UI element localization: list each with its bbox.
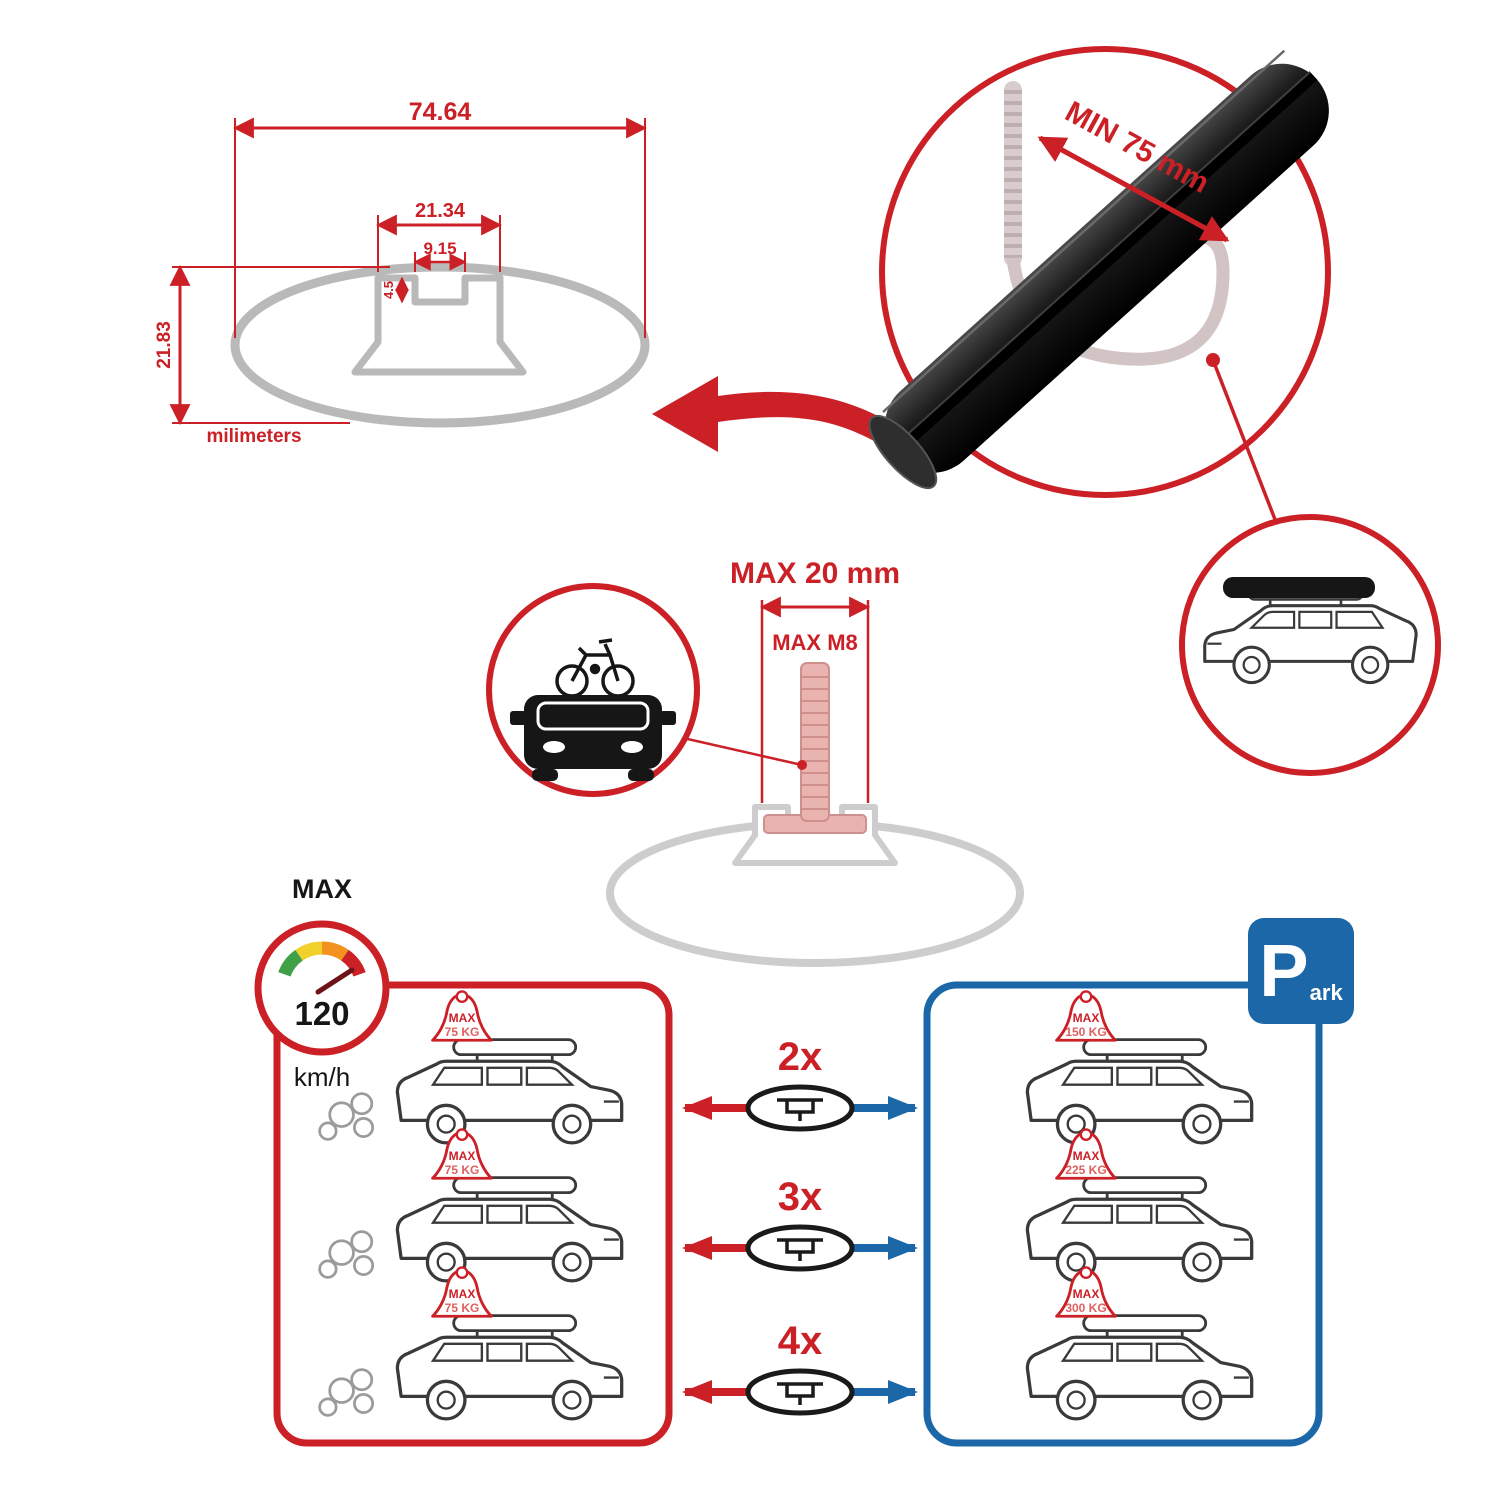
bolt-leader-dot <box>797 760 807 770</box>
roof-load-max: MAX <box>449 1149 476 1163</box>
bar-cross-section-icon <box>745 1084 855 1132</box>
roof-load-max: MAX <box>1073 1149 1100 1163</box>
parking-sign-letter: P <box>1259 929 1309 1012</box>
dim-channel-width: 21.34 <box>415 200 466 222</box>
roof-load-max: MAX <box>1073 1011 1100 1025</box>
bolt-max-thread-label: MAX M8 <box>772 630 858 655</box>
bolt-dimension-diagram: MAX 20 mm MAX M8 <box>486 557 1024 967</box>
roof-load-max: MAX <box>1073 1287 1100 1301</box>
bar-count-label: 2x <box>778 1035 823 1079</box>
dimension-lines <box>169 117 648 426</box>
speed-units: km/h <box>294 1062 350 1092</box>
car-front-with-bike-icon <box>510 638 676 781</box>
gauge-arc-icon <box>278 941 366 977</box>
suv-with-roofbox-icon <box>1203 577 1418 685</box>
roof-load-value: 300 KG <box>1065 1301 1106 1315</box>
driving-load-panel: MAX 75 KG MAX 75 KG MAX 75 KG <box>273 981 673 1447</box>
roof-load-value: 225 KG <box>1065 1163 1106 1177</box>
bolt-dimension-lines <box>759 596 871 803</box>
parking-sign: P ark <box>1248 918 1354 1024</box>
dim-slot-width: 9.15 <box>423 239 456 258</box>
roof-load-value: 75 KG <box>445 1301 480 1315</box>
dim-profile-height: 21.83 <box>154 321 175 369</box>
roof-load-value: 75 KG <box>445 1163 480 1177</box>
units-label: milimeters <box>206 426 301 447</box>
speed-value: 120 <box>294 995 349 1032</box>
roof-load-value: 150 KG <box>1065 1025 1106 1039</box>
parking-load-panel: MAX 150 KG MAX 225 KG MAX 300 KG <box>923 981 1323 1447</box>
bar-closeup-inset: MIN 75 mm <box>868 46 1441 776</box>
bar-cross-section-icon <box>745 1368 855 1416</box>
parking-sign-suffix: ark <box>1309 980 1343 1005</box>
bolt-leader-line <box>669 733 803 767</box>
roof-load-value: 75 KG <box>445 1025 480 1039</box>
dim-lip-depth: 4.5 <box>381 281 396 299</box>
bar-cross-section-icon <box>745 1224 855 1272</box>
speed-max-label: MAX <box>292 874 352 904</box>
roof-load-max: MAX <box>449 1287 476 1301</box>
bar-count-label: 3x <box>778 1175 823 1219</box>
roof-load-max: MAX <box>449 1011 476 1025</box>
min-span-arrow <box>1037 135 1230 243</box>
inset-connector-line <box>1211 359 1278 523</box>
profile-dimension-diagram: 74.64 21.34 9.15 4.5 21.83 milimeters <box>154 98 650 447</box>
dim-outer-width: 74.64 <box>409 98 472 126</box>
gauge-needle-icon <box>315 967 355 995</box>
t-bolt-illustration <box>763 662 867 834</box>
speed-limit-gauge: MAX 120 km/h <box>254 874 390 1092</box>
zoom-arrow-icon <box>652 376 886 452</box>
bar-count-label: 4x <box>778 1319 823 1363</box>
bar-count-column: 2x 3x 4x <box>682 1035 918 1416</box>
bolt-max-width-label: MAX 20 mm <box>730 557 900 590</box>
